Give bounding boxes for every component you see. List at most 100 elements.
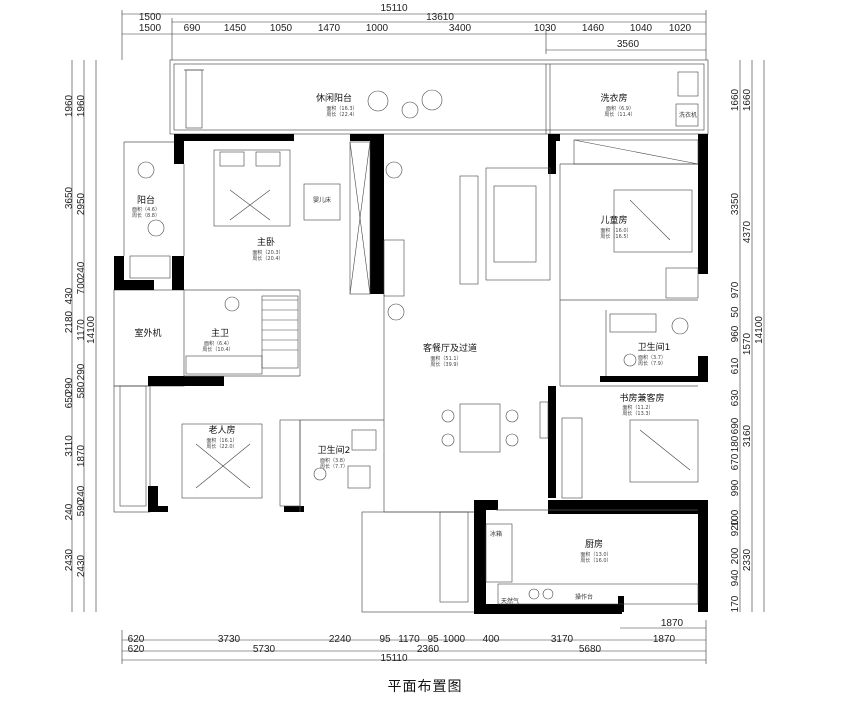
- right-total-dim: 14100: [754, 316, 765, 344]
- child-bed: [613, 189, 693, 253]
- room-labels: 休闲阳台 面积（16.3） 周长（22.4） 洗衣房 面积（6.9） 周长（11…: [132, 92, 697, 605]
- bottom-dim: 1870: [653, 634, 676, 645]
- right-dim-inner: 940: [730, 569, 741, 586]
- bath2-fixtures: [313, 429, 377, 489]
- room-perimeter: 周长（20.4）: [252, 255, 283, 262]
- room-name: 阳台: [137, 194, 155, 206]
- sofa-set: [459, 167, 551, 285]
- left-total-dim: 14100: [86, 316, 97, 344]
- study-shelf: [561, 417, 583, 499]
- right-dim-inner: 1660: [730, 88, 741, 111]
- right-dim-inner: 960: [730, 325, 741, 342]
- elder-bed: [181, 423, 263, 499]
- left-dim: 2180: [64, 310, 75, 333]
- right-dim-inner: 200: [730, 547, 741, 564]
- room-area: 面积（13.0）: [580, 551, 611, 558]
- top-dim: 1050: [270, 23, 293, 34]
- room-area: 面积（20.3）: [252, 249, 283, 256]
- right-dim-inner: 180: [730, 435, 741, 452]
- room-area: 面积（6.9）: [606, 105, 634, 112]
- room-name: 洗衣房: [600, 92, 627, 104]
- top-dim: 1000: [366, 23, 389, 34]
- washing-machine: [675, 103, 699, 127]
- room-name: 书房兼客房: [619, 392, 664, 404]
- room-area: 面积（51.1）: [430, 355, 461, 362]
- room-area: 面积（3.8）: [320, 457, 348, 464]
- room-living-dining: 客餐厅及过道 面积（51.1） 周长（39.9）: [423, 342, 477, 368]
- counter-label: 操作台: [575, 593, 593, 601]
- room-child: 儿童房 面积（16.0） 周长（16.5）: [600, 214, 631, 240]
- ac-unit-label: 室外机: [134, 327, 161, 339]
- left-dim: 3650: [64, 186, 75, 209]
- crib-label: 婴儿床: [313, 196, 331, 204]
- laundry-cabinets: [573, 139, 699, 165]
- partitions: [123, 141, 698, 513]
- room-name: 厨房: [585, 538, 603, 550]
- top-right-extra-dim: 3560: [617, 39, 640, 50]
- fridge-label: 冰箱: [490, 530, 502, 538]
- bottom-dim-row2: 5730: [253, 644, 276, 655]
- left-dim-inner: 1960: [76, 94, 87, 117]
- left-dim: 3110: [64, 435, 75, 457]
- elder-wardrobe: [279, 419, 301, 507]
- left-dim-inner: 700: [76, 277, 87, 294]
- laundry-sink: [677, 71, 699, 97]
- crib: [303, 183, 341, 221]
- room-perimeter: 周长（11.4）: [604, 111, 635, 118]
- bottom-dim: 3730: [218, 634, 241, 645]
- right-dim-outer: 1660: [742, 88, 753, 111]
- room-study: 书房兼客房 面积（11.2） 周长（13.3）: [619, 392, 664, 417]
- left-dim-inner: 2950: [76, 192, 87, 215]
- right-dim-outer: 2330: [742, 548, 753, 571]
- dining-table: [441, 403, 519, 453]
- room-name: 卫生间1: [638, 341, 671, 353]
- entry-cabinet: [439, 511, 469, 603]
- master-bed: [213, 149, 291, 227]
- left-dim-inner: 290: [76, 363, 87, 380]
- right-dim-outer: 4370: [742, 220, 753, 243]
- right-dim-inner: 630: [730, 389, 741, 406]
- outline: [113, 59, 709, 613]
- room-name: 老人房: [208, 424, 235, 436]
- room-perimeter: 周长（13.3）: [622, 410, 653, 417]
- left-dim: 650: [64, 391, 75, 408]
- top-dim: 1030: [534, 23, 557, 34]
- right-dimensions: 1660 3350 970 50 960 610 630 690 180 670…: [730, 60, 765, 612]
- top-dim-row1: 1500: [139, 12, 162, 23]
- left-dim-inner: 590: [76, 499, 87, 516]
- right-dim-inner: 920: [730, 519, 741, 536]
- room-area: 面积（16.3）: [326, 105, 357, 112]
- right-dim-inner: 690: [730, 417, 741, 434]
- left-dim-inner: 2430: [76, 554, 87, 577]
- left-dim: 2430: [64, 548, 75, 571]
- furniture: 婴儿床: [119, 71, 699, 605]
- bottom-total-dim: 15110: [380, 653, 408, 664]
- left-dim-inner: 1870: [76, 444, 87, 467]
- room-balcony: 阳台 面积（4.6） 周长（8.8）: [132, 194, 160, 219]
- balcony-cabinet: [129, 255, 171, 279]
- room-area: 面积（11.2）: [622, 404, 653, 411]
- room-area: 面积（3.7）: [638, 354, 666, 361]
- bottom-dim: 620: [128, 634, 145, 645]
- right-dim-inner: 610: [730, 357, 741, 374]
- top-subtotal-dim: 13610: [426, 12, 454, 23]
- right-dim-outer: 3160: [742, 424, 753, 447]
- top-dim: 690: [184, 23, 201, 34]
- room-perimeter: 周长（10.4）: [202, 346, 233, 353]
- room-perimeter: 周长（22.0）: [206, 443, 237, 450]
- master-bath-fixtures: [185, 295, 299, 375]
- top-dim: 1020: [669, 23, 692, 34]
- right-dim-inner: 990: [730, 479, 741, 496]
- top-dim: 1450: [224, 23, 247, 34]
- top-dim: 1500: [139, 23, 162, 34]
- top-dim: 1460: [582, 23, 605, 34]
- bottom-dim: 95: [379, 634, 391, 645]
- bottom-dim: 95: [427, 634, 439, 645]
- left-dim-inner: 580: [76, 381, 87, 398]
- plant: [385, 161, 403, 179]
- room-bath1: 卫生间1 面积（3.7） 周长（7.9）: [638, 341, 671, 367]
- room-perimeter: 周长（16.5）: [600, 233, 631, 240]
- room-name: 儿童房: [600, 214, 627, 226]
- bottom-dim-row2: 620: [128, 644, 145, 655]
- room-perimeter: 周长（8.8）: [132, 212, 160, 219]
